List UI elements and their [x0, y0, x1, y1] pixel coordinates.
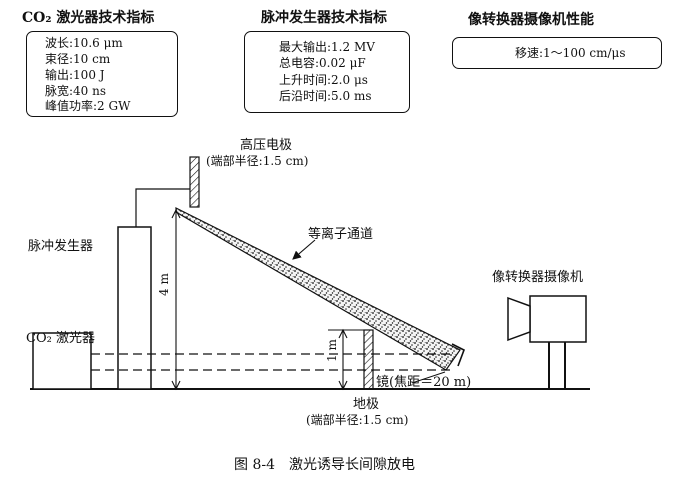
laser-spec-peak-power: 峰值功率:2 GW — [45, 99, 131, 113]
mirror-leader — [411, 371, 446, 384]
pulse-spec-max-output: 最大输出:1.2 MV — [279, 40, 375, 54]
ground-electrode-label: 地极 — [353, 397, 380, 412]
laser-box — [32, 332, 92, 390]
camera-spec-sweep-speed: 移速:1～100 cm/μs — [515, 46, 626, 60]
camera-spec-box: 移速:1～100 cm/μs — [452, 37, 662, 69]
laser-spec-title: CO₂ 激光器技术指标 — [22, 10, 155, 26]
hv-electrode-label: 高压电极 — [240, 138, 293, 153]
camera-lens — [507, 296, 531, 342]
pulse-spec-fall-time: 后沿时间:5.0 ms — [279, 89, 372, 103]
camera-label: 像转换器摄像机 — [492, 270, 584, 285]
plasma-channel-arrow — [292, 239, 316, 260]
dim-4m-bottom-arrow — [171, 380, 181, 391]
figure-caption: 图 8-4 激光诱导长间隙放电 — [234, 457, 415, 473]
laser-spec-output: 输出:100 J — [45, 68, 105, 82]
dim-1m-bottom-arrow — [338, 380, 348, 391]
hv-electrode — [189, 156, 200, 208]
camera-body — [529, 295, 587, 343]
hv-wire — [135, 188, 190, 227]
dim-1m-top-arrow — [338, 328, 348, 339]
pulse-spec-capacitance: 总电容:0.02 μF — [279, 56, 366, 70]
laser-label: CO₂ 激光器 — [26, 331, 95, 346]
height-4m-label: 4 m — [157, 273, 171, 296]
hv-electrode-radius: (端部半径:1.5 cm) — [206, 154, 309, 168]
pulse-generator-label: 脉冲发生器 — [28, 239, 94, 254]
pulse-spec-title: 脉冲发生器技术指标 — [261, 10, 387, 26]
mirror-label: 镜(焦距＝20 m) — [376, 375, 472, 390]
laser-spec-wavelength: 波长:10.6 μm — [45, 36, 123, 50]
laser-spec-pulse-width: 脉宽:40 ns — [45, 84, 107, 98]
pulse-spec-box: 最大输出:1.2 MV 总电容:0.02 μF 上升时间:2.0 μs 后沿时间… — [244, 31, 410, 113]
plasma-channel-label: 等离子通道 — [308, 227, 374, 242]
laser-spec-box: 波长:10.6 μm 束径:10 cm 输出:100 J 脉宽:40 ns 峰值… — [26, 31, 178, 117]
ground-electrode-radius: (端部半径:1.5 cm) — [306, 413, 409, 427]
height-1m-label: 1 m — [325, 339, 339, 362]
mirror — [451, 343, 466, 367]
dim-4m-top-arrow — [171, 208, 181, 219]
pulse-spec-rise-time: 上升时间:2.0 μs — [279, 73, 368, 87]
pulse-generator-box — [117, 226, 152, 390]
laser-spec-beam-diameter: 束径:10 cm — [45, 52, 111, 66]
camera-spec-title: 像转换器摄像机性能 — [468, 12, 594, 28]
ground-electrode — [363, 329, 374, 390]
